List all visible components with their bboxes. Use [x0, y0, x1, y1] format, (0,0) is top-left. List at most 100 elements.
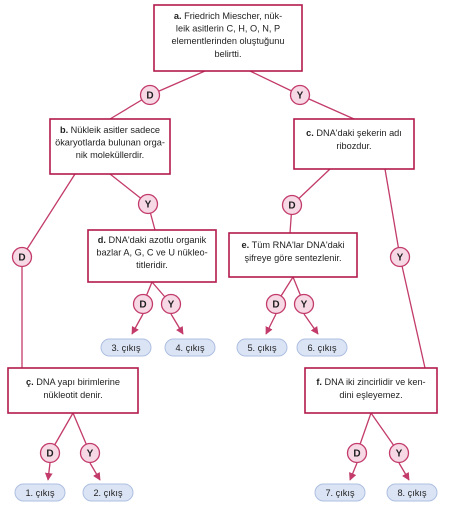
statement-text-line: f. DNA iki zincirlidir ve ken-: [316, 377, 425, 387]
branch-label: D: [272, 300, 279, 311]
statement-text: DNA'daki şekerin adı: [316, 128, 402, 138]
statement-text-line: elementlerinden oluştuğunu: [172, 36, 285, 46]
statement-letter: a.: [174, 11, 184, 21]
outcome-arrow: [170, 313, 184, 335]
outcome-label: 6. çıkış: [307, 343, 337, 353]
statement-text-line: şifreye göre sentezlenir.: [244, 253, 341, 263]
outcome-arrow: [349, 462, 358, 481]
branch-circle-d: D: [11, 246, 33, 268]
statement-text-line: titleridir.: [136, 260, 168, 270]
statement-box-c-cedilla: ç. DNA yapı birimlerine nükleotit denir.: [7, 367, 139, 414]
outcome-arrow: [131, 313, 144, 335]
outcome-arrow: [265, 313, 277, 335]
statement-box-border: [304, 367, 438, 414]
outcome-label: 1. çıkış: [25, 488, 55, 498]
branch-circle-y: Y: [289, 84, 311, 106]
statement-box-d: d. DNA'daki azotlu organik bazlar A, G, C…: [87, 229, 217, 283]
statement-text-line: bazlar A, G, C ve U nükleo-: [96, 248, 207, 258]
outcome-arrow: [303, 313, 319, 335]
statement-text-line: leik asitlerin C, H, O, N, P: [176, 24, 280, 34]
statement-box-border: [87, 229, 217, 283]
statement-text-line: nükleotit denir.: [43, 390, 102, 400]
connector-line: [399, 256, 426, 369]
outcome-arrow: [398, 462, 410, 481]
outcome-label: 7. çıkış: [325, 488, 355, 498]
statement-box-e: e. Tüm RNA'lar DNA'daki şifreye göre sent…: [228, 232, 358, 278]
branch-circle-y: Y: [388, 442, 410, 464]
statement-letter: c.: [306, 128, 316, 138]
branch-label: Y: [396, 449, 403, 460]
outcome-pills: 1. çıkış 2. çıkış 3. çıkış 4. çıkış 5. çıkış…: [14, 338, 438, 502]
branch-label: Y: [297, 91, 304, 102]
statement-text-line: ç. DNA yapı birimlerine: [26, 377, 120, 387]
branch-circle-y: Y: [293, 293, 315, 315]
statement-text-line: ökaryotlarda bulunan orga-: [55, 138, 165, 148]
statement-box-b: b. Nükleik asitler sadece ökaryotlarda bu…: [49, 118, 171, 175]
statement-letter: e.: [241, 240, 251, 250]
statement-letter: ç.: [26, 377, 36, 387]
outcome-label: 5. çıkış: [247, 343, 277, 353]
statement-box-border: [228, 232, 358, 278]
statement-text-line: belirtti.: [214, 49, 241, 59]
outcome-label: 4. çıkış: [175, 343, 205, 353]
statement-letter: b.: [60, 125, 71, 135]
outcome-label: 2. çıkış: [93, 488, 123, 498]
statement-box-c: c. DNA'daki şekerin adı ribozdur.: [293, 118, 415, 170]
branch-circle-d: D: [281, 194, 303, 216]
statement-box-f: f. DNA iki zincirlidir ve ken-dini eşley…: [304, 367, 438, 414]
outcome-3: 3. çıkış: [100, 338, 152, 357]
branch-circle-d: D: [132, 293, 154, 315]
outcome-4: 4. çıkış: [164, 338, 216, 357]
branch-circle-d: D: [139, 84, 161, 106]
statement-text-line: d. DNA'daki azotlu organik: [98, 235, 207, 245]
statement-box-border: [153, 4, 303, 72]
statement-box-border: [7, 367, 139, 414]
branch-circle-y: Y: [137, 193, 159, 215]
branch-label: Y: [301, 300, 308, 311]
statement-text: DNA iki zincirlidir ve ken-: [325, 377, 426, 387]
branch-label: D: [18, 253, 25, 264]
statement-text-line: c. DNA'daki şekerin adı: [306, 128, 402, 138]
branch-label: D: [288, 201, 295, 212]
connector-line: [21, 173, 76, 258]
outcome-2: 2. çıkış: [82, 483, 134, 502]
outcome-arrow: [44, 462, 53, 481]
statement-text: DNA'daki azotlu organik: [108, 235, 206, 245]
outcome-5: 5. çıkış: [236, 338, 288, 357]
outcome-label: 3. çıkış: [111, 343, 141, 353]
branch-circle-d: D: [39, 442, 61, 464]
branch-label: Y: [87, 449, 94, 460]
branch-circle-y: Y: [389, 246, 411, 268]
statement-text-line: nik moleküllerdir.: [76, 150, 144, 160]
statement-text: DNA yapı birimlerine: [36, 377, 120, 387]
statement-letter: d.: [98, 235, 109, 245]
statement-box-border: [49, 118, 171, 175]
connector-line: [384, 168, 401, 258]
branch-label: Y: [145, 200, 152, 211]
branch-label: D: [139, 300, 146, 311]
statement-text-line: dini eşleyemez.: [339, 390, 402, 400]
statement-boxes: a. Friedrich Miescher, nük-leik asitleri…: [7, 4, 438, 414]
statement-box-border: [293, 118, 415, 170]
outcome-6: 6. çıkış: [296, 338, 348, 357]
outcome-label: 8. çıkış: [397, 488, 427, 498]
branch-circle-d: D: [346, 442, 368, 464]
branch-circles: D Y Y D D Y D Y D Y D Y D Y: [11, 84, 411, 464]
statement-text: Tüm RNA'lar DNA'daki: [252, 240, 345, 250]
outcome-8: 8. çıkış: [386, 483, 438, 502]
statement-box-a: a. Friedrich Miescher, nük-leik asitleri…: [153, 4, 303, 72]
branch-label: Y: [168, 300, 175, 311]
statement-text-line: b. Nükleik asitler sadece: [60, 125, 160, 135]
outcome-1: 1. çıkış: [14, 483, 66, 502]
statement-text: Nükleik asitler sadece: [71, 125, 160, 135]
outcome-arrow: [89, 462, 101, 481]
branch-circle-y: Y: [160, 293, 182, 315]
statement-text: Friedrich Miescher, nük-: [184, 11, 282, 21]
outcome-7: 7. çıkış: [314, 483, 366, 502]
statement-text-line: ribozdur.: [336, 141, 371, 151]
branch-label: D: [146, 91, 153, 102]
statement-text-line: a. Friedrich Miescher, nük-: [174, 11, 282, 21]
branch-circle-y: Y: [79, 442, 101, 464]
